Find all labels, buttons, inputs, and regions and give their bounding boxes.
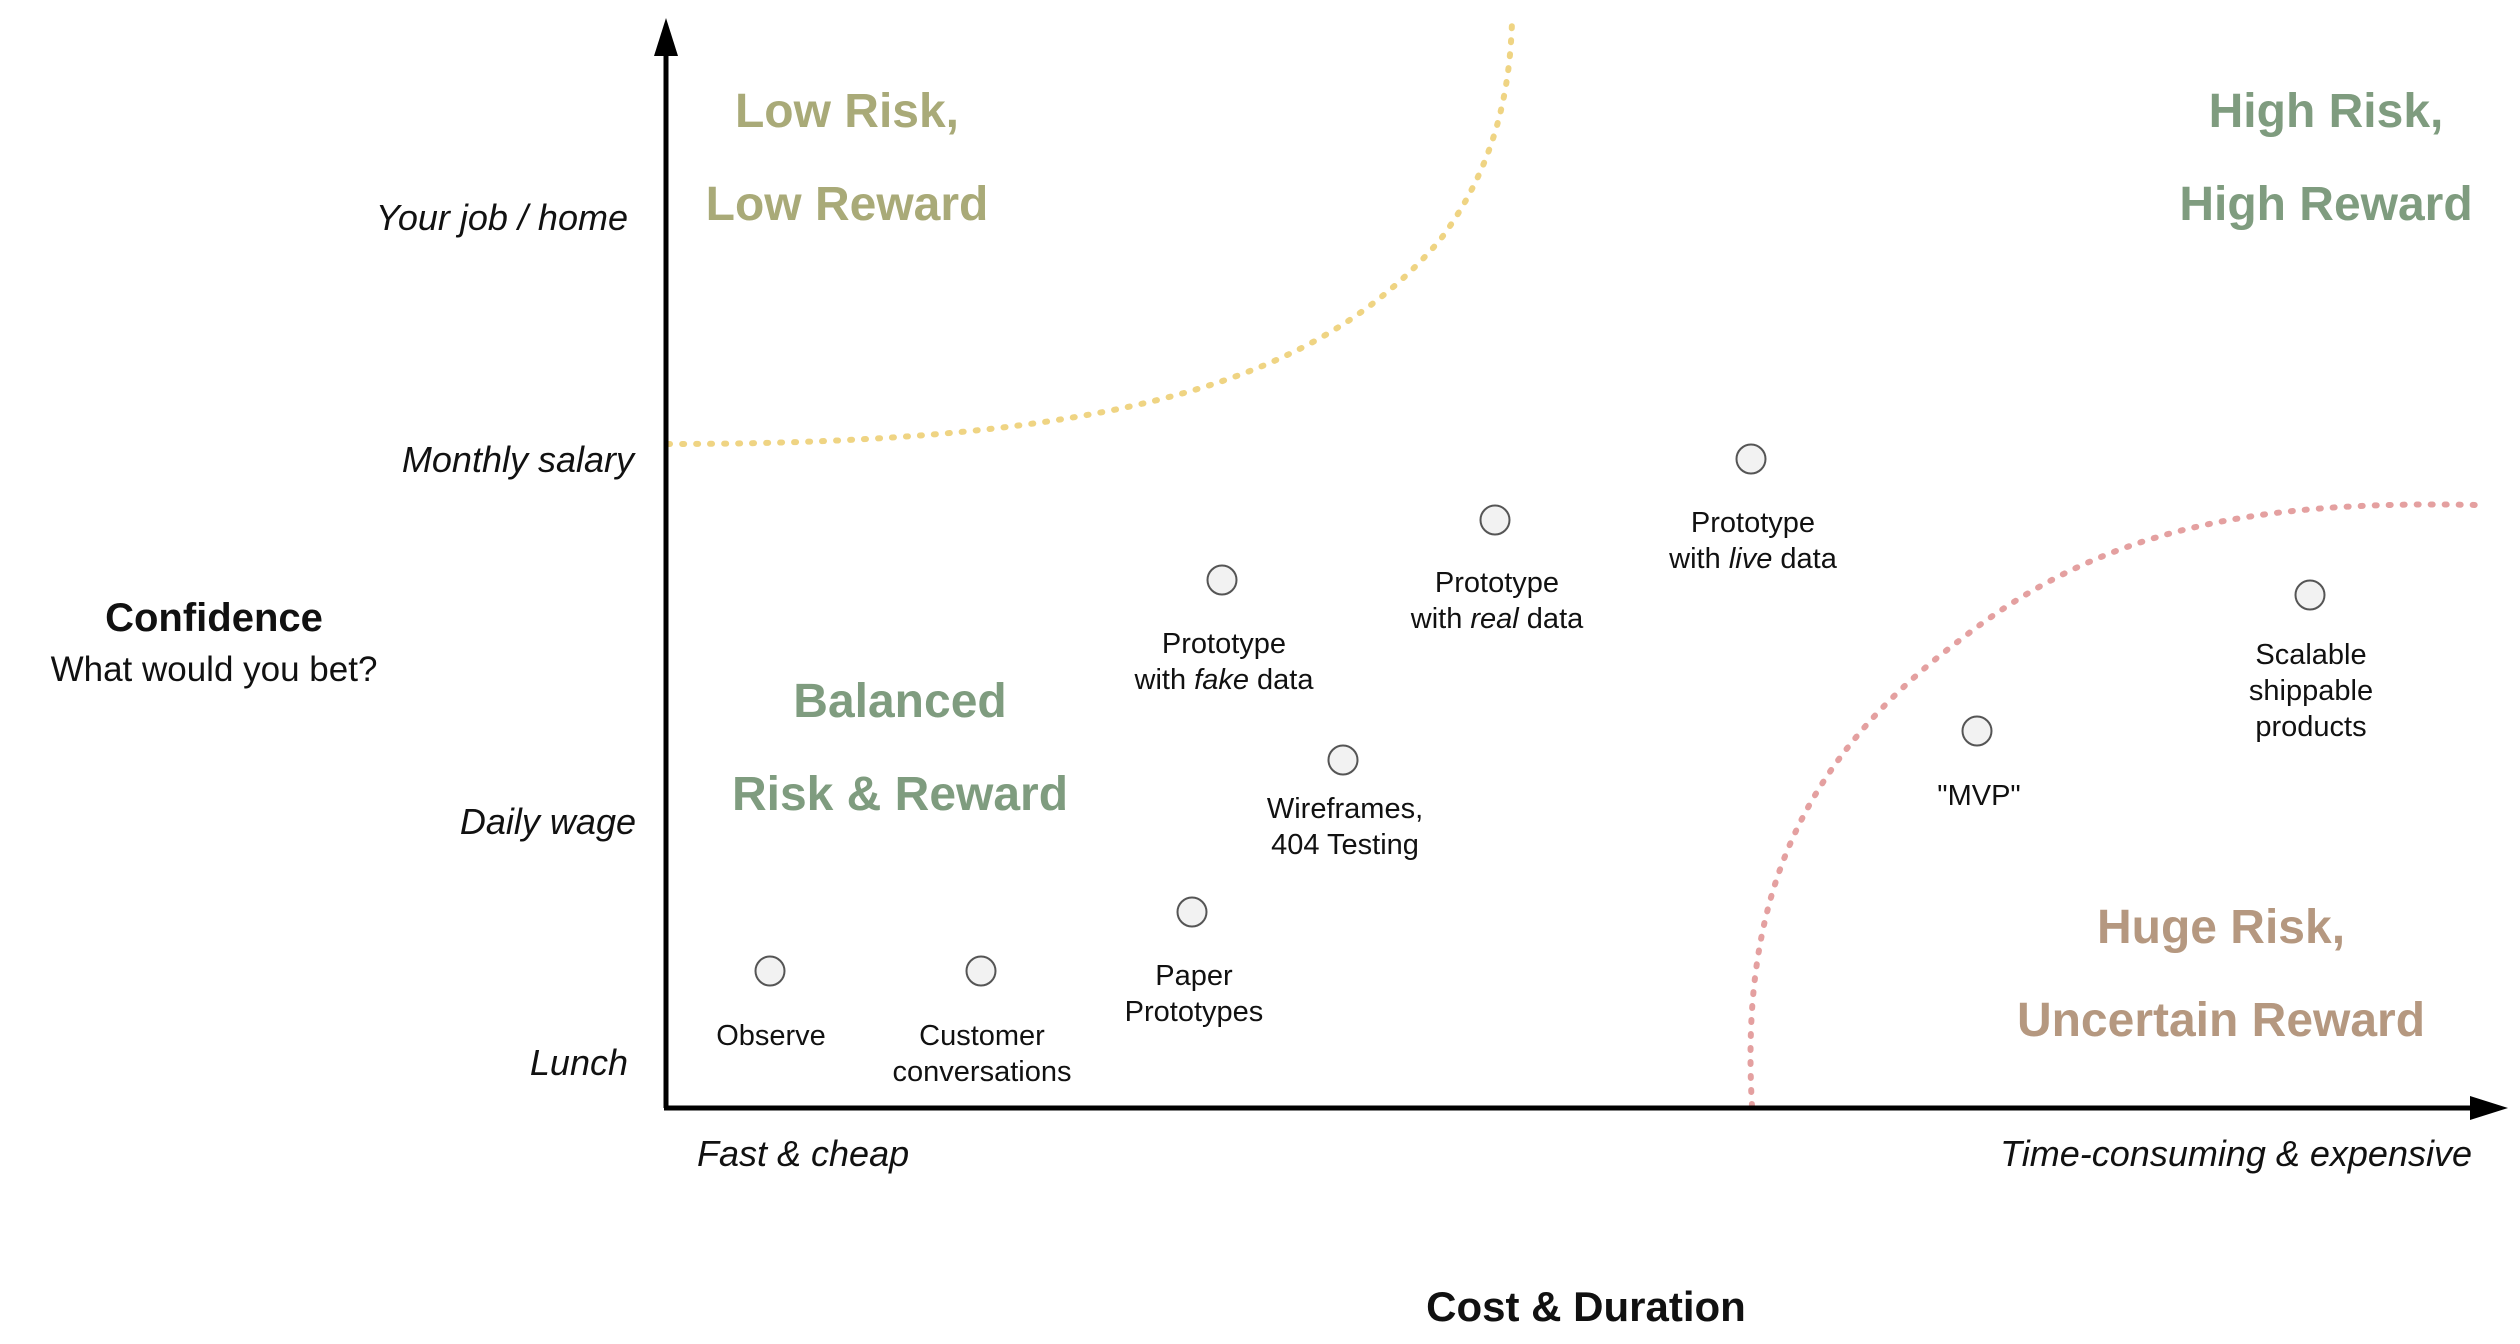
- y-tick-your-job: Your job / home: [375, 197, 628, 238]
- point-mvp: [1961, 715, 1993, 747]
- x-axis-arrowhead: [2470, 1096, 2508, 1120]
- zone-huge-risk: Huge Risk, Uncertain Reward: [1941, 904, 2501, 1045]
- label-mvp: "MVP": [1937, 780, 2021, 812]
- zone-middle-line-1: Balanced: [793, 675, 1007, 728]
- point-observe: [754, 955, 786, 987]
- point-wireframes: [1327, 744, 1359, 776]
- point-scalable-products: [2294, 579, 2326, 611]
- x-axis-title: Cost & Duration: [1426, 1283, 1746, 1330]
- y-tick-monthly-salary: Monthly salary: [401, 439, 634, 480]
- point-prototype-real-data: [1479, 504, 1511, 536]
- zone-low-risk-low-reward: Low Risk, Low Reward: [567, 88, 1127, 229]
- zone-high-risk-high-reward: High Risk, High Reward: [2046, 88, 2520, 229]
- zone-balanced: Balanced Risk & Reward: [620, 678, 1180, 819]
- point-prototype-fake-data: [1206, 564, 1238, 596]
- y-axis-title: Confidence: [105, 596, 323, 640]
- y-tick-daily-wage: Daily wage: [459, 801, 636, 842]
- zone-bottom-right-line-1: Huge Risk,: [2096, 901, 2346, 954]
- zone-middle-line-2: Risk & Reward: [731, 768, 1069, 821]
- zone-top-left-line-1: Low Risk,: [734, 85, 960, 138]
- point-prototype-live-data: [1735, 443, 1767, 475]
- lower-boundary-curve: [1747, 501, 2479, 1109]
- zone-top-left-line-2: Low Reward: [705, 178, 989, 231]
- upper-boundary-curve: [665, 19, 1515, 447]
- point-paper-prototypes: [1176, 896, 1208, 928]
- zone-top-right-line-2: High Reward: [2179, 178, 2473, 231]
- y-axis-subtitle: What would you bet?: [50, 650, 378, 689]
- label-observe: Observe: [716, 1020, 826, 1052]
- point-customer-conversations: [965, 955, 997, 987]
- x-max-label: Time-consuming & expensive: [2000, 1133, 2472, 1174]
- y-axis-arrowhead: [654, 18, 678, 56]
- label-wireframes: Wireframes,404 Testing: [1266, 793, 1424, 861]
- zone-bottom-right-line-2: Uncertain Reward: [2016, 994, 2426, 1047]
- x-min-label: Fast & cheap: [697, 1133, 910, 1174]
- zone-top-right-line-1: High Risk,: [2208, 85, 2444, 138]
- y-tick-lunch: Lunch: [529, 1042, 628, 1083]
